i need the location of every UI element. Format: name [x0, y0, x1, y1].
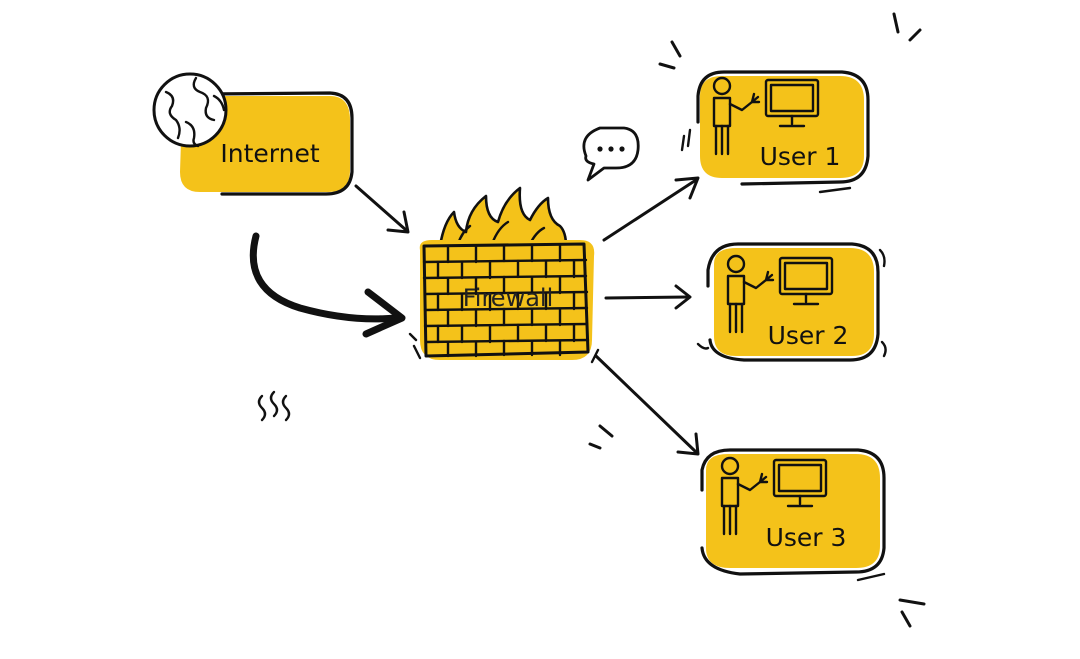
internet-node: Internet — [152, 72, 354, 196]
curved-arrow-to-firewall — [249, 232, 406, 338]
arrow-firewall-to-user-2 — [604, 284, 692, 310]
arrow-firewall-to-user-3 — [594, 354, 700, 456]
squiggle-lines — [257, 390, 291, 422]
motion-ticks — [588, 12, 926, 628]
user-2-label: User 2 — [768, 321, 849, 350]
user-node-2: User 2 — [696, 242, 887, 362]
brick-wall-icon — [408, 240, 600, 364]
user-3-label: User 3 — [766, 523, 847, 552]
flames-icon — [438, 186, 568, 248]
user-1-label: User 1 — [760, 142, 841, 171]
user-node-1: User 1 — [680, 70, 870, 194]
firewall-label: Firewall — [463, 284, 554, 312]
arrow-internet-to-firewall — [354, 184, 410, 234]
firewall-node: Firewall — [408, 186, 600, 364]
globe-icon — [152, 72, 228, 148]
user-node-3: User 3 — [700, 448, 886, 582]
arrow-firewall-to-user-1 — [602, 176, 700, 242]
speech-bubble-icon — [582, 126, 640, 182]
internet-label: Internet — [220, 139, 319, 168]
